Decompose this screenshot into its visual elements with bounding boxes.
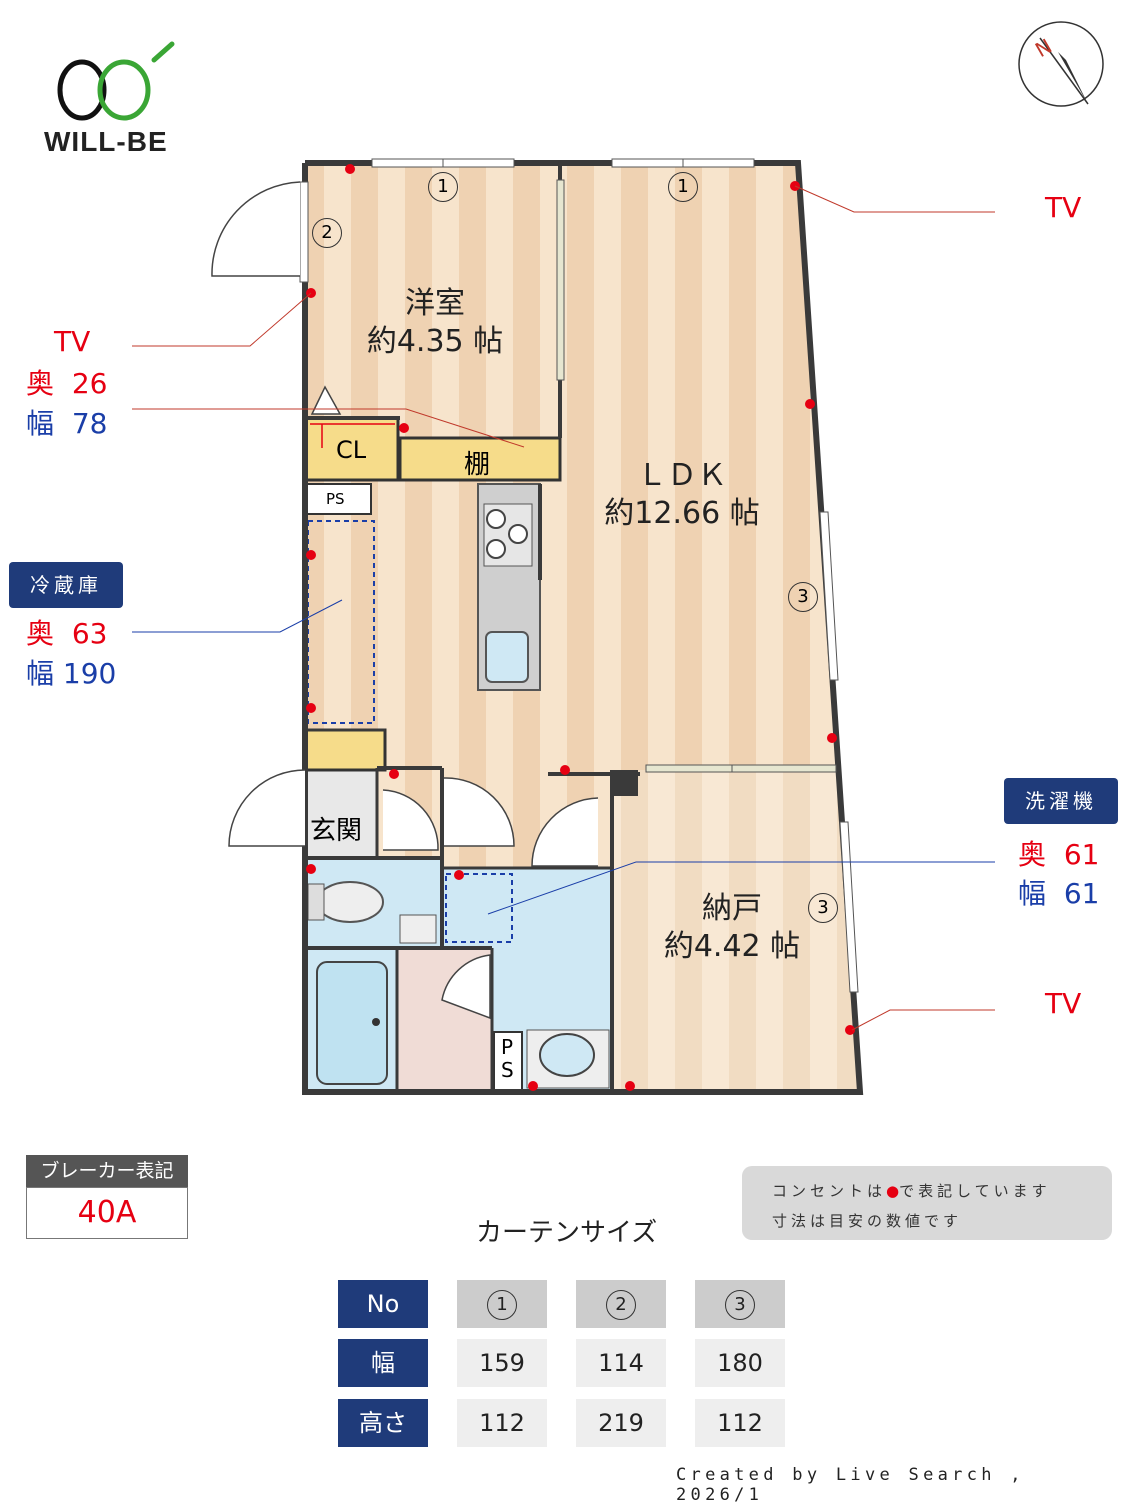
fridge-depth: 奥 63	[26, 617, 108, 650]
note-line-2: 寸法は目安の数値です	[772, 1212, 963, 1230]
room-ldk: ＬＤＫ 約12.66 帖	[592, 457, 772, 532]
compass	[1018, 21, 1104, 107]
bathtub	[316, 961, 388, 1085]
ps-label-top: PS	[326, 490, 345, 508]
credit-text: Created by Live Search , 2026/1	[676, 1465, 1025, 1505]
breaker-value: 40A	[26, 1187, 188, 1239]
note-line-1: コンセントは●で表記しています	[772, 1182, 1051, 1200]
logo-mark	[57, 41, 175, 121]
shelf-area	[398, 436, 562, 482]
shelf-depth: 奥 26	[26, 367, 108, 400]
room-ldk-name: ＬＤＫ	[637, 458, 727, 493]
tv-label-right-bottom: TV	[1045, 987, 1082, 1020]
fridge-width: 幅 190	[26, 657, 117, 690]
entrance-floor	[305, 770, 377, 858]
legend-note: コンセントは●で表記しています 寸法は目安の数値です	[742, 1166, 1112, 1240]
washer-depth: 奥 61	[1018, 838, 1100, 871]
curtain-header-2: 2	[576, 1280, 666, 1328]
curtain-height-3: 112	[695, 1399, 785, 1447]
shelf-width: 幅 78	[26, 407, 108, 440]
window-marker-1b: 1	[668, 172, 698, 202]
curtain-header-no: No	[338, 1280, 428, 1328]
entrance-label: 玄関	[310, 816, 363, 846]
window-marker-2: 2	[312, 218, 342, 248]
curtain-row-height-label: 高さ	[338, 1399, 428, 1447]
washer-width: 幅 61	[1018, 877, 1100, 910]
curtain-header-3: 3	[695, 1280, 785, 1328]
toilet-handsink	[399, 914, 437, 944]
shelf-label: 棚	[464, 450, 491, 480]
window-marker-3b: 3	[808, 893, 838, 923]
room-western-size: 約4.35 帖	[366, 323, 504, 359]
washer-space	[445, 873, 513, 943]
logo-text: WILL-BE	[44, 126, 168, 157]
shoe-cabinet	[303, 728, 387, 772]
curtain-title: カーテンサイズ	[476, 1218, 658, 1248]
breaker-title: ブレーカー表記	[26, 1155, 188, 1187]
wash-basin	[539, 1033, 595, 1077]
tv-label-right-top: TV	[1045, 191, 1082, 224]
curtain-row-width-label: 幅	[338, 1339, 428, 1387]
room-storage: 納戸 約4.42 帖	[652, 890, 812, 965]
washer-badge: 洗濯機	[1004, 778, 1118, 824]
curtain-height-2: 219	[576, 1399, 666, 1447]
ps-box-bottom	[493, 1031, 523, 1093]
toilet	[316, 881, 384, 923]
curtain-width-2: 114	[576, 1339, 666, 1387]
window-marker-3a: 3	[788, 582, 818, 612]
curtain-header-1: 1	[457, 1280, 547, 1328]
window-marker-1a: 1	[428, 172, 458, 202]
room-ldk-size: 約12.66 帖	[604, 495, 760, 531]
closet-label: CL	[336, 436, 367, 464]
room-western-name: 洋室	[405, 286, 465, 321]
fridge-badge: 冷蔵庫	[9, 562, 123, 608]
curtain-width-1: 159	[457, 1339, 547, 1387]
outlets	[306, 164, 855, 1091]
room-storage-name: 納戸	[702, 891, 762, 926]
kitchen-sink	[485, 631, 529, 683]
curtain-height-1: 112	[457, 1399, 547, 1447]
ps-label-bottom: P S	[501, 1035, 514, 1082]
curtain-width-3: 180	[695, 1339, 785, 1387]
tv-label-left: TV	[54, 325, 91, 358]
room-storage-size: 約4.42 帖	[663, 928, 801, 964]
storage-room-floor	[612, 770, 860, 1092]
room-western: 洋室 約4.35 帖	[360, 285, 510, 360]
